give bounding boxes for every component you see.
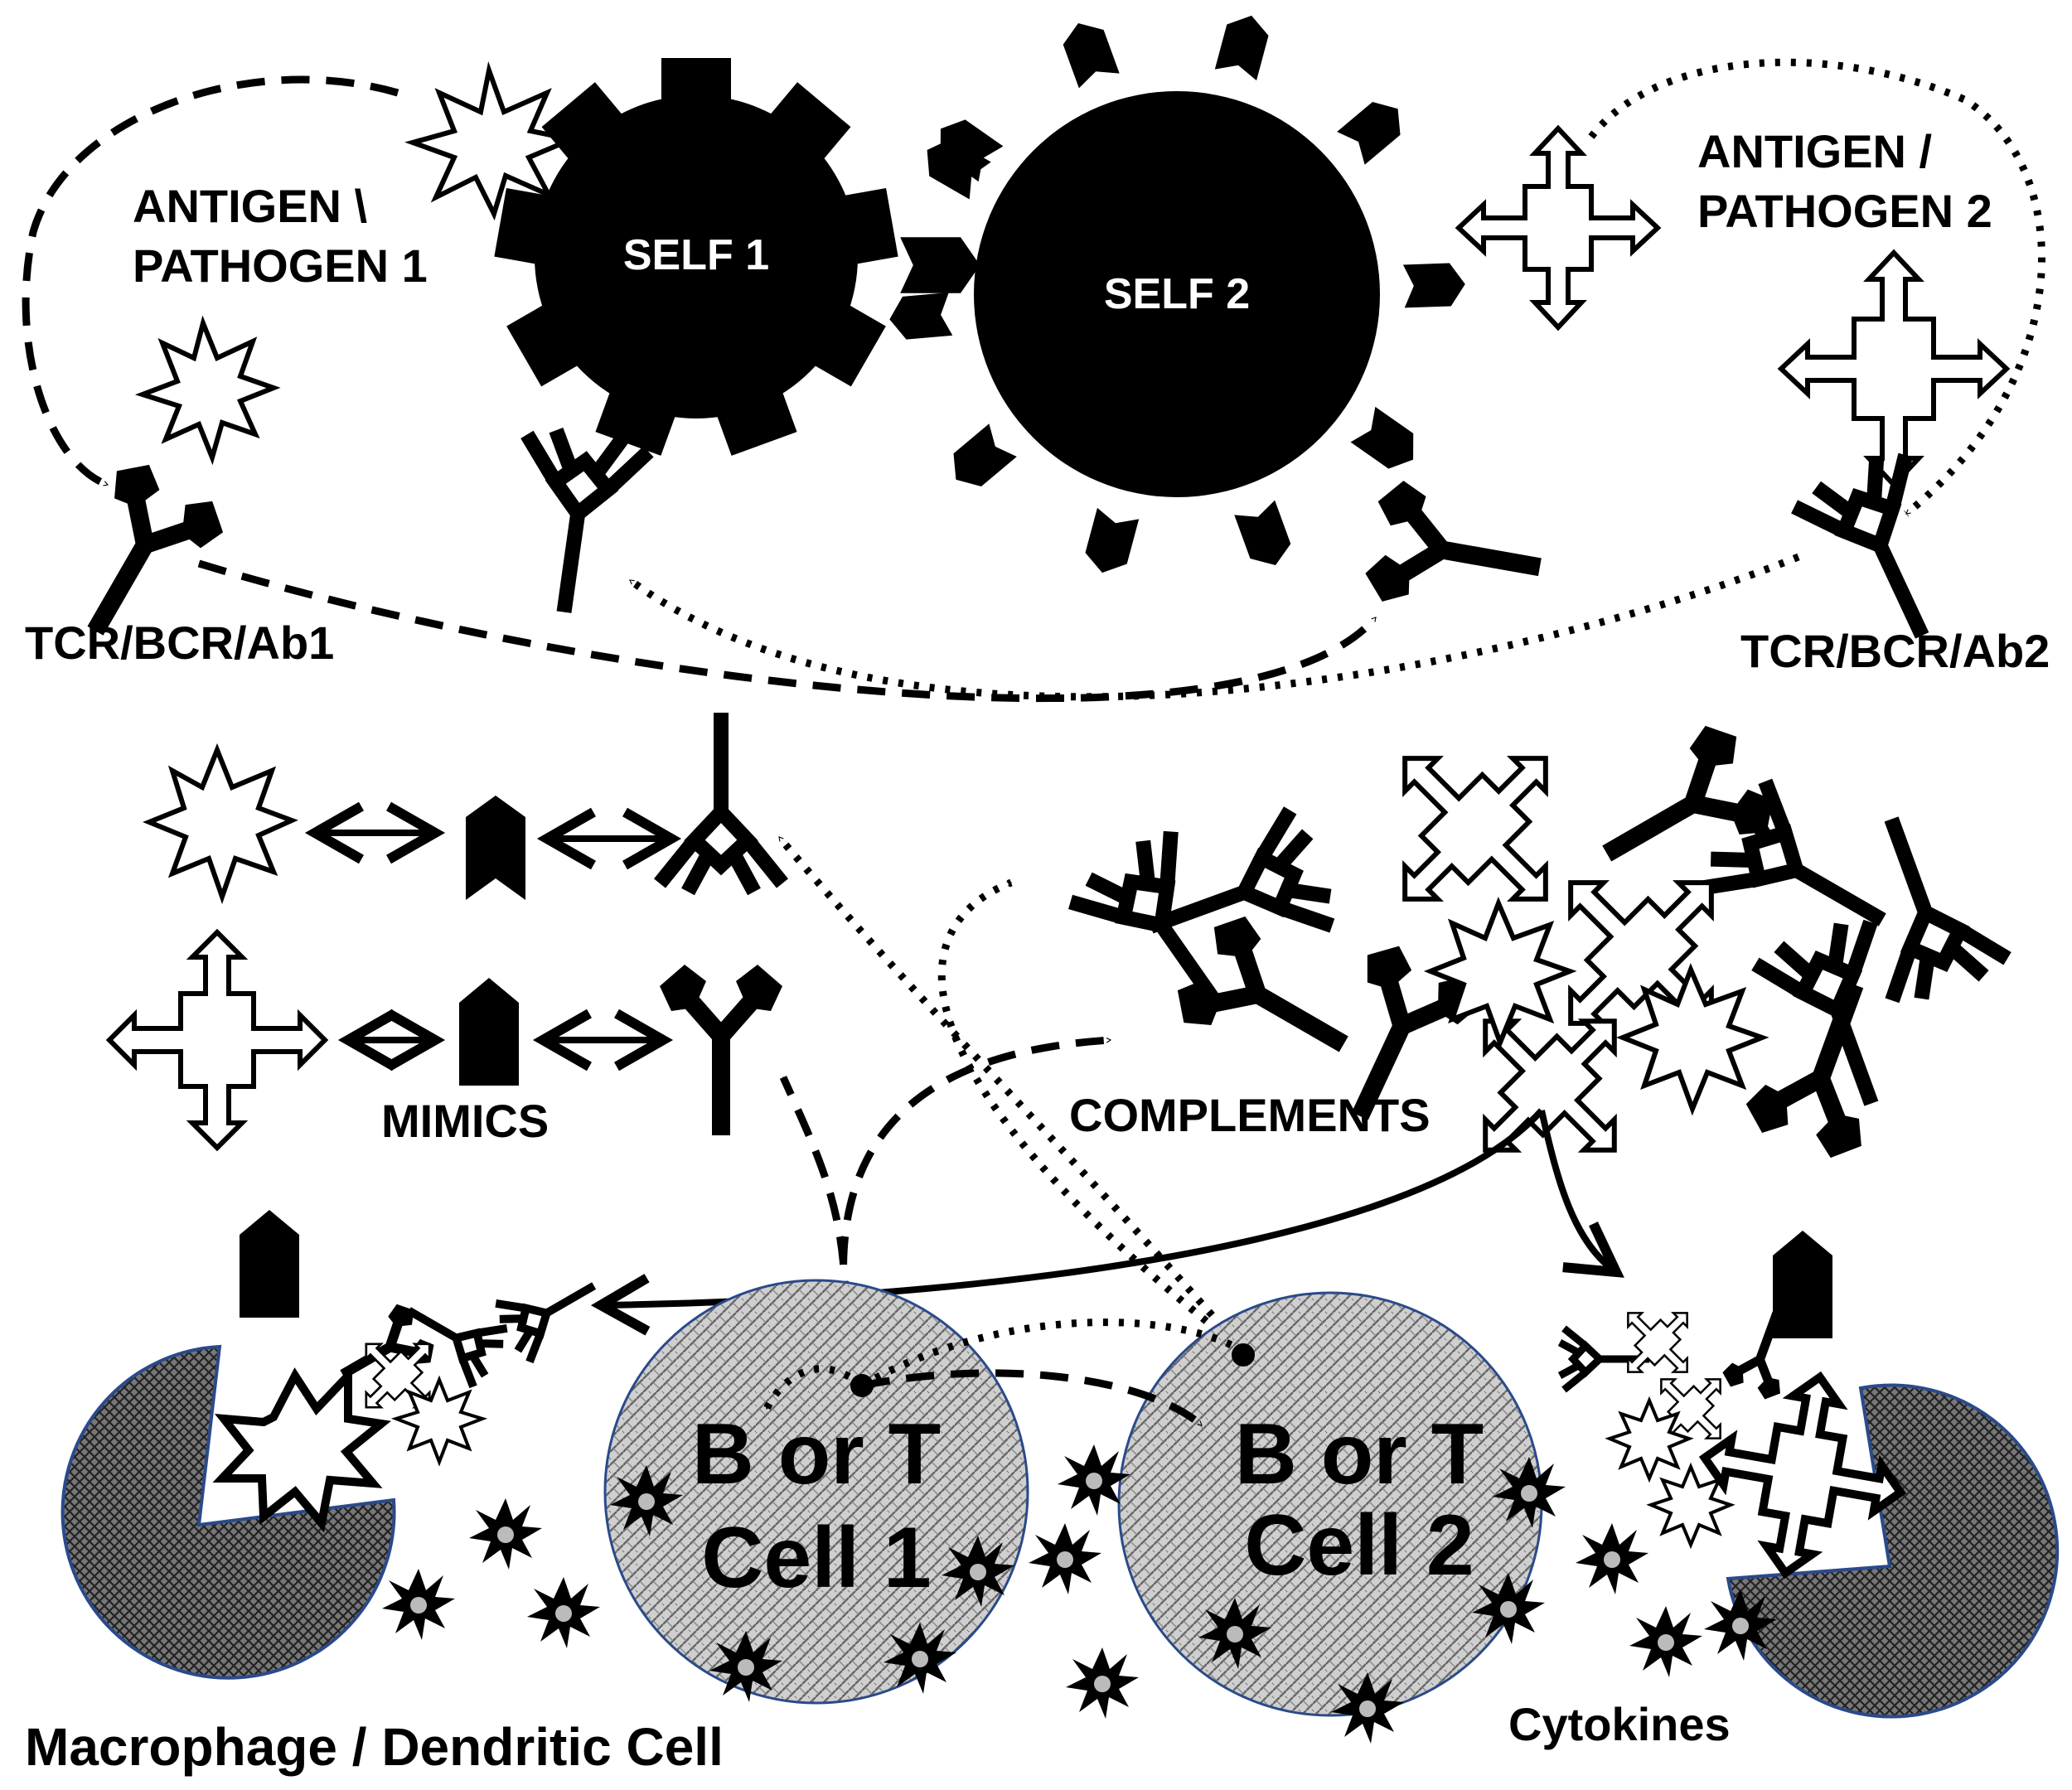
arrow-antigen1-to-receptor1 [22,75,399,489]
complements-cluster [1066,688,2011,1214]
cytokine-burst-icon [469,1498,542,1570]
macrophage-label: Macrophage / Dendritic Cell [25,1717,724,1777]
arrow-cell1-to-complement-ab [840,1036,1112,1310]
antigen1-label-line1: ANTIGEN \ [133,180,368,232]
macrophage2 [1698,1231,2060,1719]
arrow-receptor1-to-self2 [197,559,1379,703]
self2-cell: SELF 2 [888,10,1466,578]
arrow-cell1-self-dotted [762,1365,864,1411]
cytokine-burst-icon [527,1577,600,1648]
cross-arrow-antigen-icon [105,928,329,1152]
starburst-antigen-icon [134,315,281,466]
antigen2-label-line1: ANTIGEN / [1697,125,1933,177]
cytokine-burst-icon [1629,1606,1702,1677]
cell1-label-line1: B or T [692,1406,941,1502]
arrow-cell2-to-complements [937,878,1246,1354]
cytokine-burst-icon [1576,1523,1648,1594]
mimics-label: MIMICS [381,1095,549,1147]
complements-label: COMPLEMENTS [1069,1089,1431,1141]
starburst-antigen-icon [143,743,298,905]
receptor1-label: TCR/BCR/Ab1 [25,617,334,669]
arrow-complements-to-macrophage2 [1538,1110,1624,1278]
self1-label: SELF 1 [623,231,769,279]
arrow-receptor2-to-self1 [627,553,1800,701]
arrow-cell1-to-mimic-ab [779,1076,850,1310]
cytokine-burst-icon [1066,1647,1139,1719]
self1-cell: SELF 1 [494,58,898,456]
arrow-cell1-to-cell2 [861,1369,1204,1429]
antigen1-label-line2: PATHOGEN 1 [133,239,428,292]
antibody-y-icon [1361,477,1551,628]
cell2-label-line1: B or T [1235,1406,1484,1502]
self2-label: SELF 2 [1104,270,1250,318]
cell1-label-line2: Cell 1 [701,1510,931,1606]
starburst-antigen-icon [404,60,581,221]
macrophage2-complement-cluster [1560,1284,1806,1550]
antibody-y-icon [660,965,782,1135]
cytokines-label: Cytokines [1508,1698,1731,1750]
cytokine-burst-icon [1029,1523,1101,1594]
antibody-y-icon [503,426,650,620]
macrophage1-complement-cluster [326,1256,611,1467]
arrow-cell2-to-mimic-ab [776,835,1247,1353]
chevron-epitope-icon [459,978,519,1086]
cross-arrow-antigen-icon [1455,124,1662,331]
b-or-t-cell-2: B or T Cell 2 [1117,1291,1543,1717]
cytokine-burst-icon [382,1569,455,1640]
receptor2-label: TCR/BCR/Ab2 [1740,625,2050,677]
macrophage1 [61,1210,396,1680]
chevron-epitope-icon [466,796,525,900]
b-or-t-cell-1: B or T Cell 1 [603,1279,1029,1705]
antigen2-label-line2: PATHOGEN 2 [1697,185,1992,237]
cell2-label-line2: Cell 2 [1244,1497,1474,1594]
link-cell1-to-cell2-dotted [859,1318,1237,1389]
antibody-y-icon [660,713,782,892]
